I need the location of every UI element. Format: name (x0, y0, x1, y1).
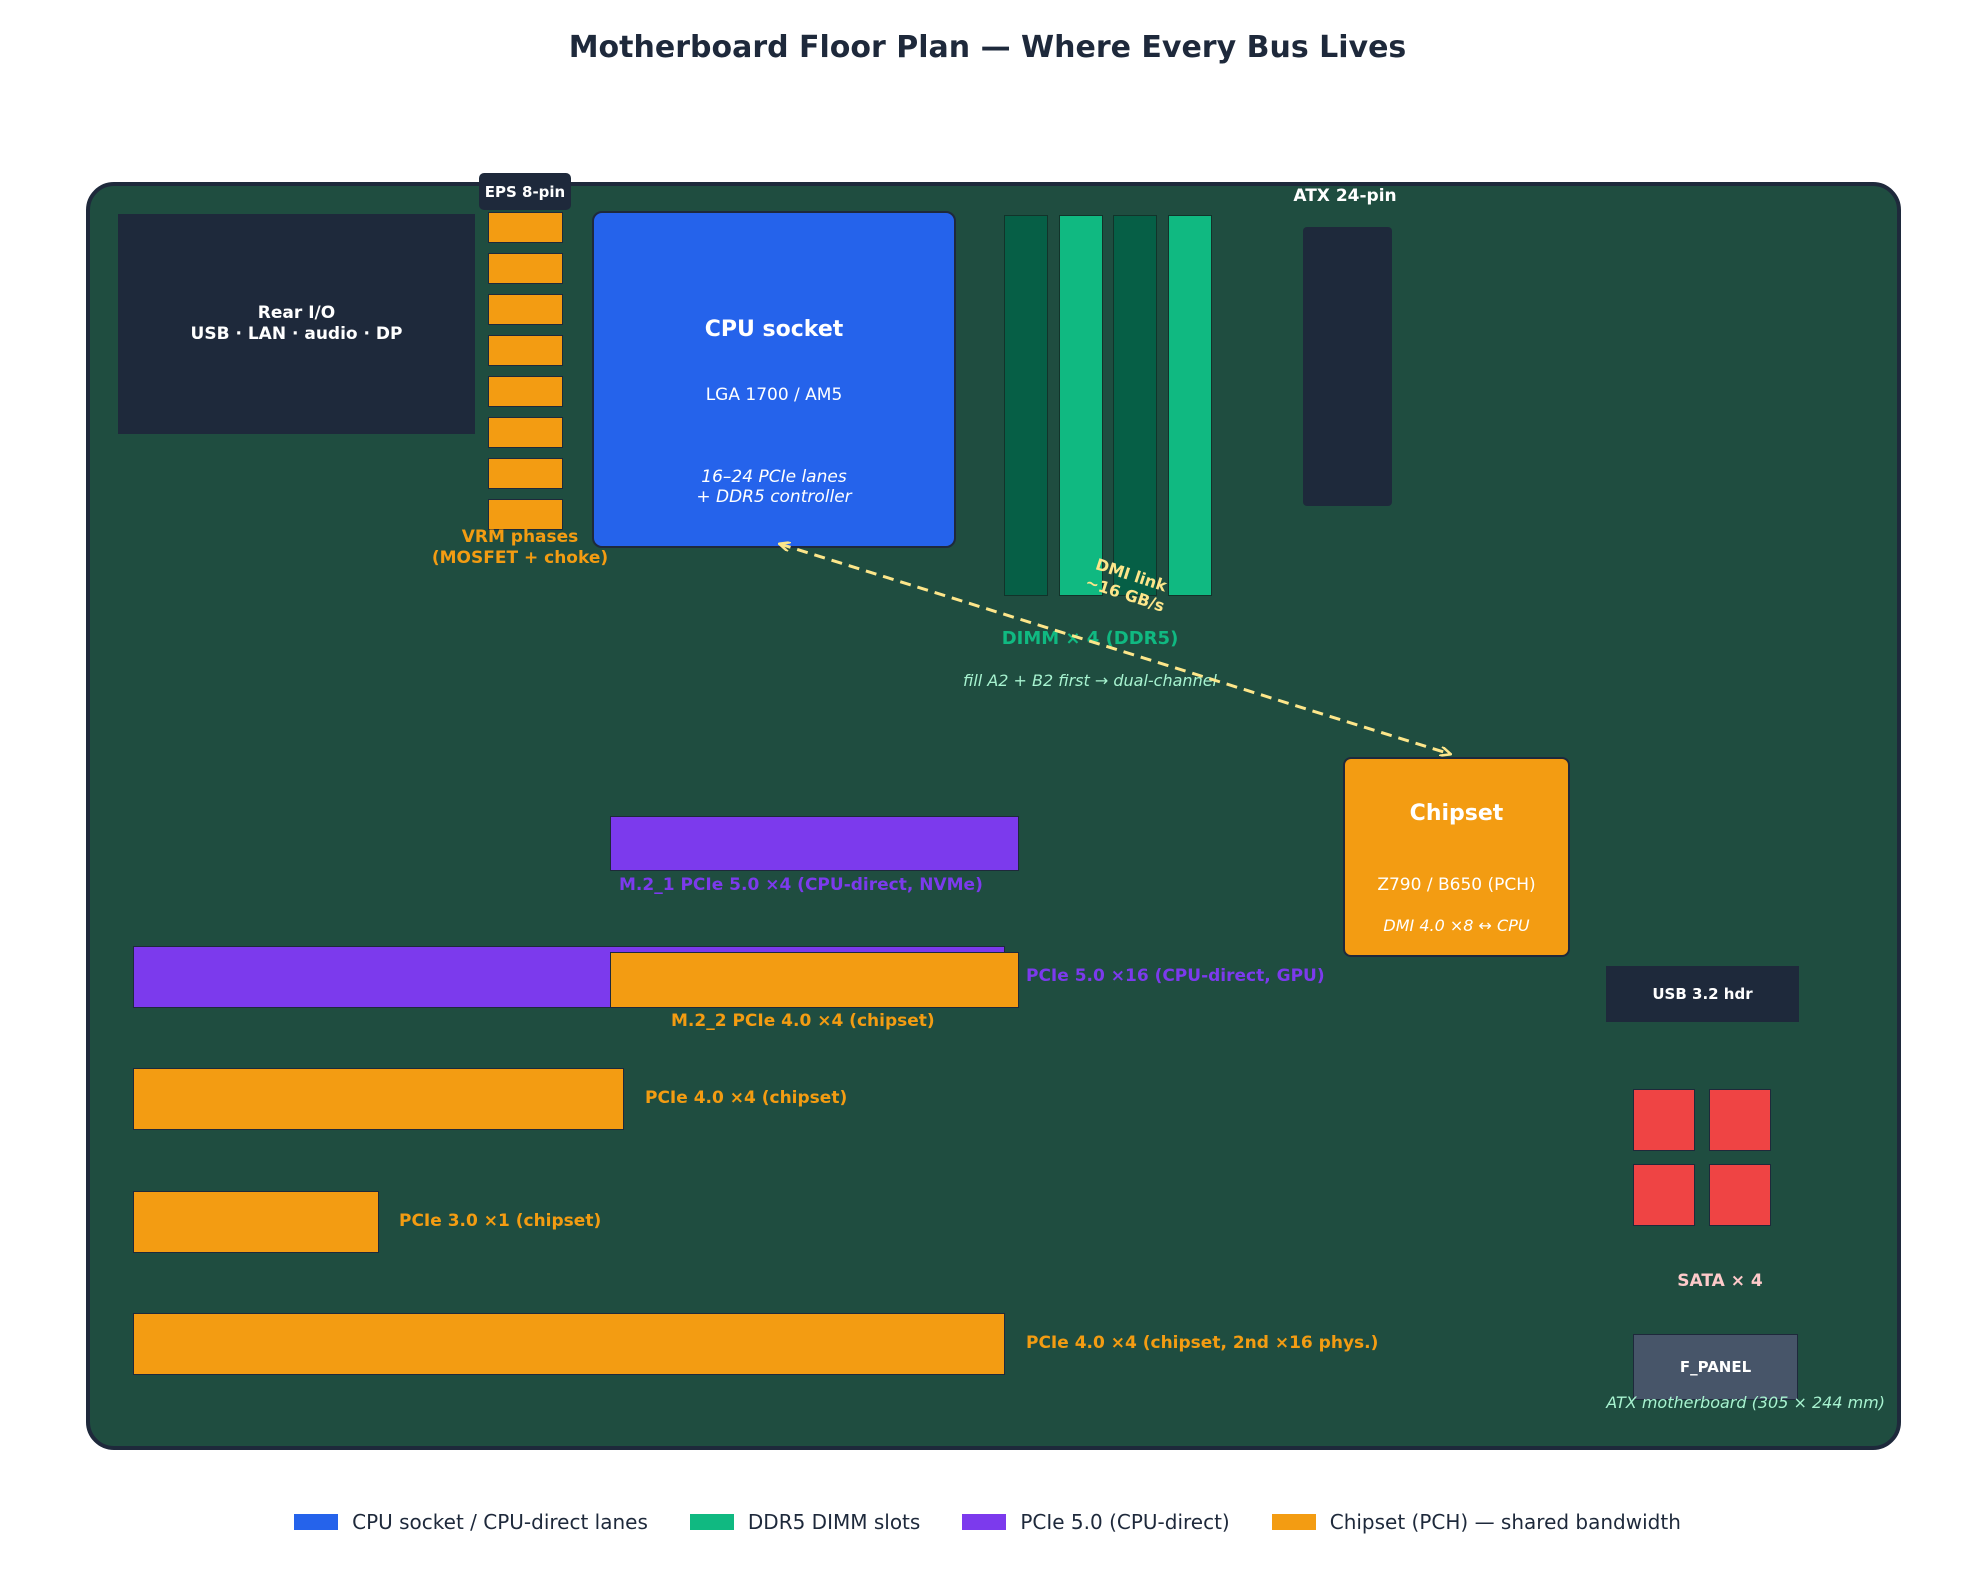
vrm-label-line1: VRM phases (461, 527, 579, 547)
legend-label: PCIe 5.0 (CPU-direct) (1020, 1510, 1230, 1534)
vrm-phase (488, 294, 563, 325)
pcie3-x1-label: PCIe 3.0 ×1 (chipset) (399, 1211, 602, 1231)
cpu-note-line2: + DDR5 controller (696, 487, 852, 507)
vrm-phase (488, 499, 563, 530)
pcie4-x16-phys-slot (133, 1313, 1005, 1375)
m2-2-slot (610, 952, 1019, 1008)
vrm-label: VRM phases (MOSFET + choke) (420, 527, 620, 569)
pcie4-x16-phys-label: PCIe 4.0 ×4 (chipset, 2nd ×16 phys.) (1026, 1333, 1379, 1353)
legend-swatch (1271, 1514, 1316, 1530)
vrm-phase (488, 212, 563, 243)
board-size-note: ATX motherboard (305 × 244 mm) (1606, 1393, 1885, 1412)
atx-24pin-connector (1303, 227, 1392, 506)
pcie4-x4-label: PCIe 4.0 ×4 (chipset) (645, 1088, 848, 1108)
dimm-slot-a2 (1059, 215, 1103, 596)
vrm-phase (488, 253, 563, 284)
vrm-phase (488, 458, 563, 489)
sata-port (1633, 1164, 1695, 1226)
rear-io-block: Rear I/O USB · LAN · audio · DP (118, 214, 475, 434)
chipset-model: Z790 / B650 (PCH) (1377, 875, 1536, 895)
legend-label: CPU socket / CPU-direct lanes (352, 1510, 648, 1534)
pcie4-x4-slot (133, 1068, 624, 1130)
vrm-label-line2: (MOSFET + choke) (431, 548, 609, 568)
usb-header: USB 3.2 hdr (1606, 966, 1799, 1022)
sata-port (1709, 1164, 1771, 1226)
cpu-note-line1: 16–24 PCIe lanes (701, 467, 847, 487)
legend-swatch (294, 1514, 339, 1530)
pcie5-x16-label: PCIe 5.0 ×16 (CPU-direct, GPU) (1026, 966, 1325, 986)
vrm-phase (488, 417, 563, 448)
m2-1-label: M.2_1 PCIe 5.0 ×4 (CPU-direct, NVMe) (619, 875, 983, 895)
legend: CPU socket / CPU-direct lanes DDR5 DIMM … (0, 1510, 1975, 1534)
vrm-phase (488, 376, 563, 407)
legend-label: DDR5 DIMM slots (747, 1510, 921, 1534)
legend-item-chipset: Chipset (PCH) — shared bandwidth (1271, 1510, 1681, 1534)
page-title: Motherboard Floor Plan — Where Every Bus… (568, 30, 1407, 65)
sata-port (1709, 1089, 1771, 1151)
m2-2-label: M.2_2 PCIe 4.0 ×4 (chipset) (671, 1011, 935, 1031)
eps-connector-label: EPS 8-pin (479, 173, 571, 210)
pcie3-x1-slot (133, 1191, 379, 1253)
rear-io-ports: USB · LAN · audio · DP (190, 324, 403, 344)
chipset-title: Chipset (1409, 801, 1504, 826)
rear-io-title: Rear I/O (257, 303, 336, 323)
chipset: Chipset Z790 / B650 (PCH) DMI 4.0 ×8 ↔ C… (1343, 757, 1570, 957)
legend-item-dimm: DDR5 DIMM slots (689, 1510, 921, 1534)
dimm-slot-b1 (1113, 215, 1157, 596)
dimm-slot-a1 (1004, 215, 1048, 596)
cpu-socket-title: CPU socket (704, 317, 844, 342)
sata-port (1633, 1089, 1695, 1151)
sata-label: SATA × 4 (1677, 1271, 1763, 1291)
legend-swatch (689, 1514, 734, 1530)
front-panel-header: F_PANEL (1633, 1334, 1798, 1400)
legend-label: Chipset (PCH) — shared bandwidth (1329, 1510, 1681, 1534)
legend-swatch (962, 1514, 1007, 1530)
legend-item-cpu: CPU socket / CPU-direct lanes (294, 1510, 648, 1534)
vrm-phase (488, 335, 563, 366)
cpu-socket-type: LGA 1700 / AM5 (705, 385, 843, 405)
legend-item-pcie5: PCIe 5.0 (CPU-direct) (962, 1510, 1230, 1534)
cpu-socket: CPU socket LGA 1700 / AM5 16–24 PCIe lan… (592, 211, 956, 548)
atx-24pin-label: ATX 24-pin (1293, 186, 1397, 206)
m2-1-slot (610, 816, 1019, 871)
chipset-dmi-note: DMI 4.0 ×8 ↔ CPU (1383, 916, 1530, 935)
dimm-slot-b2 (1168, 215, 1212, 596)
cpu-socket-note: 16–24 PCIe lanes + DDR5 controller (594, 467, 954, 507)
